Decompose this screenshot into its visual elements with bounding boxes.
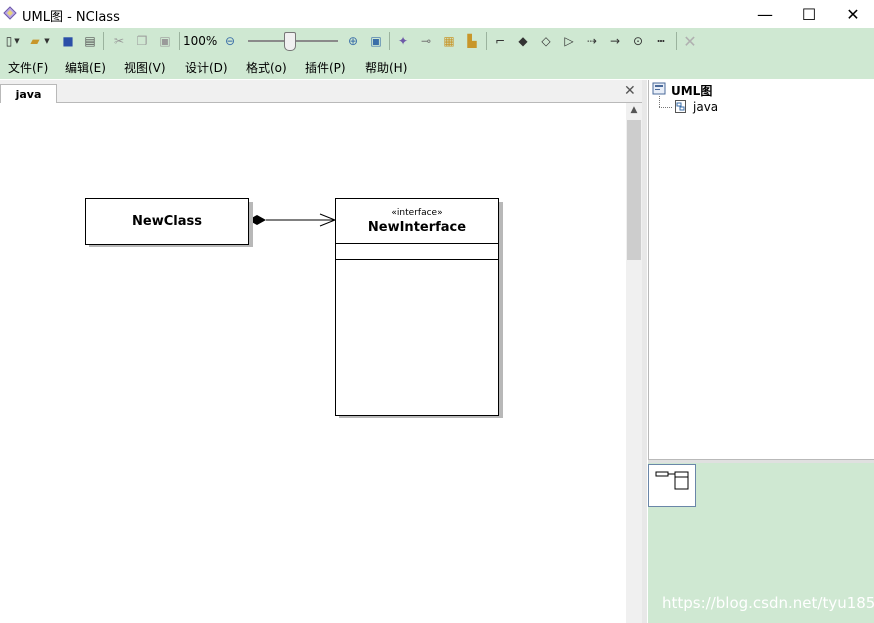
composition-icon[interactable]: ◆ [518,34,528,48]
tree-root-label[interactable]: UML图 [671,84,713,98]
menu-design[interactable]: 设计(D) [185,61,228,75]
zoom-slider-thumb[interactable] [283,32,296,51]
zoom-out-icon[interactable]: ⊖ [224,34,236,48]
splitter[interactable] [642,80,647,623]
composition-connector[interactable] [240,208,340,232]
zoom-level: 100% [183,34,218,48]
comment-relation-icon[interactable]: ┅ [657,34,665,48]
menu-edit[interactable]: 编辑(E) [65,61,106,75]
document-tab-strip [0,80,643,103]
tree-connector [659,107,672,108]
toolbar-separator [389,32,390,50]
realization-icon[interactable]: ⇢ [586,34,598,48]
add-package-icon[interactable]: ▦ [443,34,455,48]
menu-view[interactable]: 视图(V) [124,61,166,75]
interface-name: NewInterface [367,220,467,235]
tree-item-java[interactable]: java [693,100,719,114]
toolbar: ▯ ▼ ▰ ▼ ■ ▤ ✂ ❐ ▣ 100% ⊖ ⊕ ▣ ✦ ⊸ ▦ ▙ ⌐ ◆… [0,28,874,54]
overview-thumbnail-icon [655,471,689,490]
dependency-icon[interactable]: → [609,34,621,48]
toolbar-separator [179,32,180,50]
window-title: UML图 - NClass [22,10,120,25]
class-newclass[interactable]: NewClass [85,198,249,245]
menu-help[interactable]: 帮助(H) [365,61,408,75]
cut-icon[interactable]: ✂ [113,34,125,48]
association-icon[interactable]: ⌐ [494,34,506,48]
diagram-file-icon [675,100,686,113]
toolbar-band [0,28,874,79]
interface-header-divider [336,243,498,244]
menu-file[interactable]: 文件(F) [8,61,49,75]
close-tab-icon[interactable]: ✕ [624,83,636,99]
close-button[interactable]: ✕ [846,4,860,24]
class-name: NewClass [132,214,202,229]
add-comment-icon[interactable]: ▙ [467,34,477,48]
nesting-icon[interactable]: ⊙ [632,34,644,48]
interface-newinterface[interactable]: «interface» NewInterface [335,198,499,416]
toolbar-separator [486,32,487,50]
watermark: https://blog.csdn.net/tyu1853 [662,594,874,612]
maximize-button[interactable]: ☐ [801,4,817,24]
diagram-canvas[interactable] [0,103,626,623]
toolbar-separator [103,32,104,50]
new-dropdown-chevron-icon[interactable]: ▼ [14,37,20,45]
model-explorer [648,80,874,459]
menu-format[interactable]: 格式(o) [246,61,287,75]
paste-icon[interactable]: ▣ [159,34,171,48]
panel-splitter[interactable] [648,459,874,464]
menu-bar: 文件(F) 编辑(E) 视图(V) 设计(D) 格式(o) 插件(P) 帮助(H… [0,56,874,78]
delete-icon[interactable]: ✕ [683,31,697,51]
save-icon[interactable]: ■ [62,34,74,48]
auto-zoom-icon[interactable]: ▣ [370,34,382,48]
scroll-up-arrow-icon[interactable]: ▲ [630,105,638,115]
zoom-in-icon[interactable]: ⊕ [347,34,359,48]
nclass-app-icon [3,6,17,20]
interface-members-divider [336,259,498,260]
menu-plugins[interactable]: 插件(P) [305,61,346,75]
print-icon[interactable]: ▤ [84,34,96,48]
connect-icon[interactable]: ⊸ [420,34,432,48]
interface-stereotype: «interface» [391,208,443,218]
project-icon [652,82,666,95]
tab-java[interactable]: java [0,84,57,104]
open-dropdown-chevron-icon[interactable]: ▼ [44,37,50,45]
overview-viewport[interactable] [648,464,696,507]
new-document-icon[interactable]: ▯ [5,34,13,48]
tree-connector [659,96,660,107]
toolbar-separator [676,32,677,50]
generalization-icon[interactable]: ▷ [564,34,574,48]
minimize-button[interactable]: — [757,4,773,24]
scrollbar-thumb[interactable] [627,120,641,260]
title-bar [0,0,874,28]
aggregation-icon[interactable]: ◇ [541,34,551,48]
open-folder-icon[interactable]: ▰ [30,34,40,48]
copy-icon[interactable]: ❐ [136,34,148,48]
add-element-icon[interactable]: ✦ [397,34,409,48]
